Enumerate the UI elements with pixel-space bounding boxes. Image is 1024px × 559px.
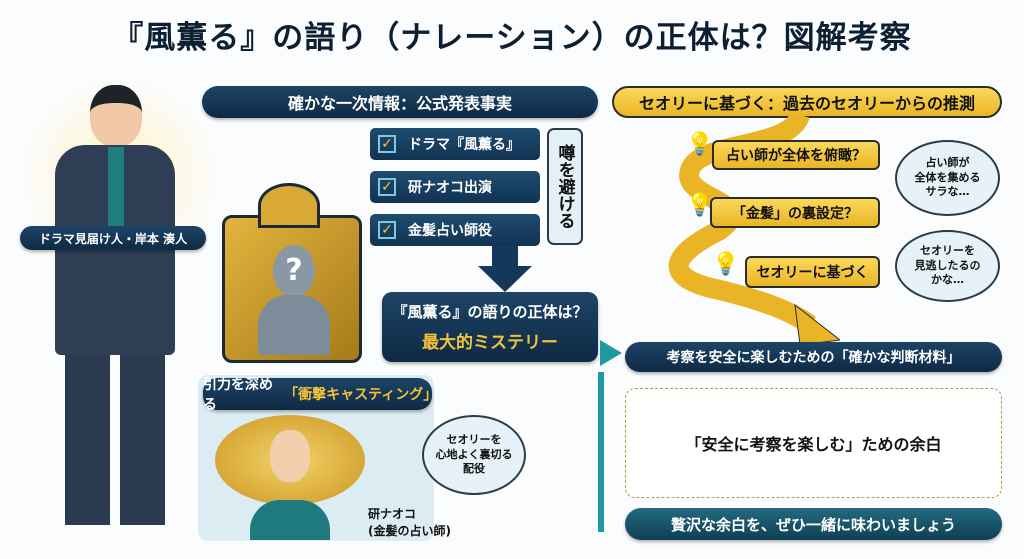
thought-cloud: セオリーを 心地よく裏切る 配役 — [422, 415, 526, 495]
lightbulb-question-icon: 💡 — [712, 252, 740, 277]
page-title: 『風薫る』の語り（ナレーション）の正体は？図解考察 — [112, 20, 912, 56]
checkbox-icon: ✓ — [378, 135, 396, 153]
narrator-label: ドラマ見届け人・岸本 湊人 — [20, 226, 206, 250]
theory-item: 「金髪」の裏設定？ — [710, 197, 880, 228]
fact-text: 金髪占い師役 — [408, 223, 492, 239]
fact-item: ✓ 研ナオコ出演 — [370, 171, 540, 203]
silhouette-icon: ? — [258, 245, 330, 355]
mystery-question: 『風薫る』の語りの正体は？ — [392, 303, 588, 321]
theory-item: 占い師が全体を俯瞰？ — [712, 140, 880, 170]
margin-text: 「安全に考察を楽しむ」ための余白 — [685, 435, 942, 454]
theory-item: セオリーに基づく — [745, 256, 880, 288]
checkbox-icon: ✓ — [378, 221, 396, 239]
mystery-box: 『風薫る』の語りの正体は？ 最大的ミステリー — [382, 292, 598, 362]
thought-cloud: セオリーを 見逃したるの かな… — [895, 230, 1000, 302]
thought-cloud: 占い師が 全体を集める サラな… — [895, 140, 1000, 216]
casting-header-highlight: 「衝撃キャスティング」 — [284, 387, 438, 403]
down-arrow-icon — [492, 246, 518, 268]
theory-header: セオリーに基づく：過去のセオリーからの推測 — [612, 86, 1002, 118]
casting-header-prefix: 引力を深める — [203, 377, 273, 413]
actress-name: 研ナオコ — [368, 507, 417, 521]
closing-banner: 贅沢な余白を、ぜひ一緒に味わいましょう — [625, 508, 1002, 540]
fortune-teller-illustration — [215, 415, 365, 540]
puzzle-knob — [258, 183, 320, 228]
judgment-banner: 考察を安全に楽しむための「確かな判断材料」 — [625, 342, 1002, 372]
lightbulb-question-icon: 💡 — [686, 193, 714, 218]
checkbox-icon: ✓ — [378, 178, 396, 196]
side-note: 噂を避ける — [547, 128, 583, 245]
fact-text: 研ナオコ出演 — [408, 180, 492, 196]
fact-item: ✓ 金髪占い師役 — [370, 214, 540, 246]
fact-item: ✓ ドラマ『風薫る』 — [370, 128, 540, 160]
fact-text: ドラマ『風薫る』 — [408, 137, 520, 153]
margin-box: 「安全に考察を楽しむ」ための余白 — [625, 388, 1002, 498]
teal-arrow-icon — [600, 340, 622, 366]
teal-divider — [598, 372, 604, 532]
down-arrow-head-icon — [478, 266, 532, 292]
lightbulb-icon: 💡 — [686, 132, 714, 157]
narrator-illustration — [20, 75, 220, 535]
mystery-label: 最大的ミステリー — [422, 333, 558, 353]
casting-header: 引力を深める「衝撃キャスティング」 — [203, 377, 438, 413]
actress-role: (金髪の占い師) — [368, 524, 451, 538]
facts-header: 確かな一次情報：公式発表事実 — [202, 86, 598, 118]
